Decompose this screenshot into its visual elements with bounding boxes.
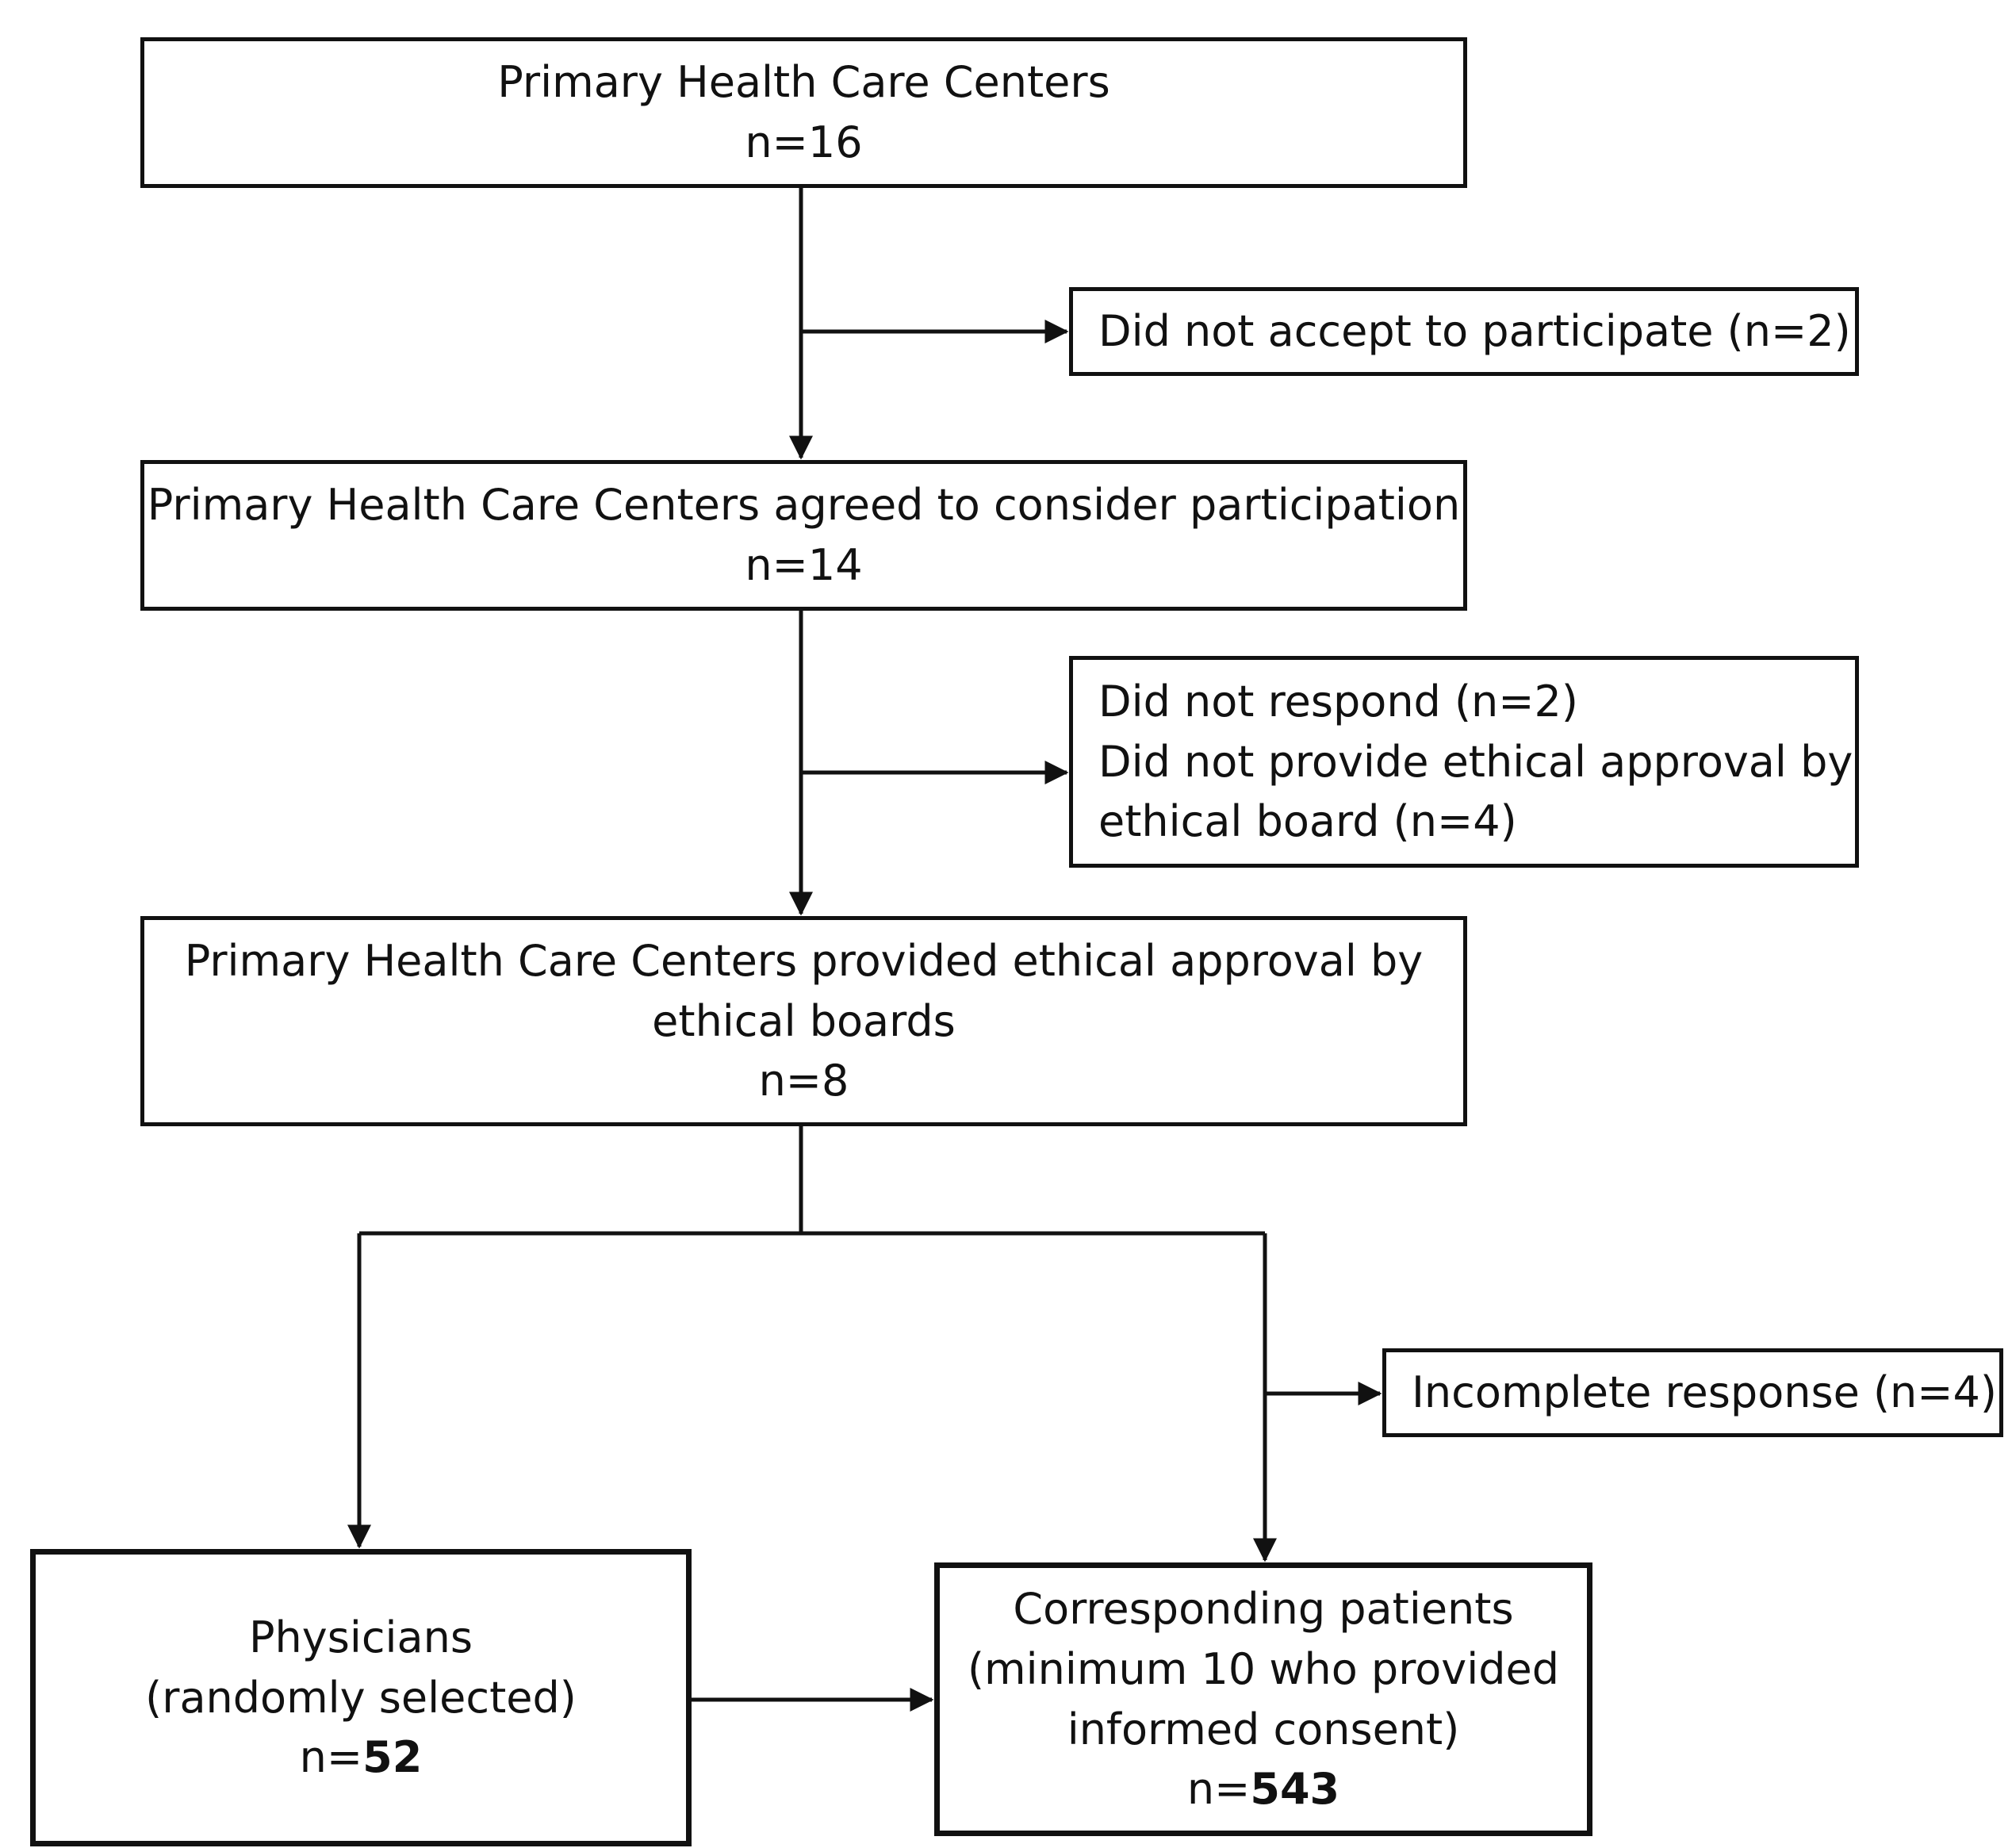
box-title-line-1: Primary Health Care Centers provided eth… [184,936,1424,987]
box-count: n=52 [300,1727,423,1788]
box-title: Physicians [248,1612,473,1663]
box-physicians: Physicians (randomly selected) n=52 [30,1549,692,1846]
count-value: 52 [362,1732,423,1783]
exclusion-text: Did not accept to participate (n=2) [1098,306,1851,357]
box-did-not-accept: Did not accept to participate (n=2) [1069,287,1859,376]
box-title: Primary Health Care Centers [497,57,1110,108]
box-did-not-respond: Did not respond (n=2) Did not provide et… [1069,656,1859,868]
box-title-line-2: ethical boards [652,995,956,1046]
box-title: Primary Health Care Centers agreed to co… [147,480,1461,531]
count-prefix: n= [299,1732,363,1783]
box-count: n=16 [745,117,863,167]
box-ethical-approval: Primary Health Care Centers provided eth… [140,916,1467,1126]
exclusion-text-ethical-2: ethical board (n=4) [1098,796,1517,847]
exclusion-text: Incomplete response (n=4) [1412,1367,1997,1418]
exclusion-text-ethical-1: Did not provide ethical approval by [1098,736,1853,787]
box-count: n=543 [1187,1759,1339,1819]
count-prefix: n= [1186,1764,1251,1815]
box-incomplete-response: Incomplete response (n=4) [1382,1348,2003,1437]
box-count: n=8 [758,1056,849,1106]
box-primary-health-care-centers: Primary Health Care Centers n=16 [140,37,1467,188]
box-corresponding-patients: Corresponding patients (minimum 10 who p… [934,1562,1592,1836]
box-subtitle-line-2: informed consent) [1067,1704,1460,1754]
box-agreed-to-consider: Primary Health Care Centers agreed to co… [140,460,1467,611]
box-subtitle-line-1: (minimum 10 who provided [967,1643,1560,1694]
count-value: 543 [1250,1764,1340,1815]
box-subtitle: (randomly selected) [145,1672,577,1723]
exclusion-text-respond: Did not respond (n=2) [1098,677,1578,727]
box-count: n=14 [745,540,863,590]
box-title: Corresponding patients [1013,1584,1514,1635]
